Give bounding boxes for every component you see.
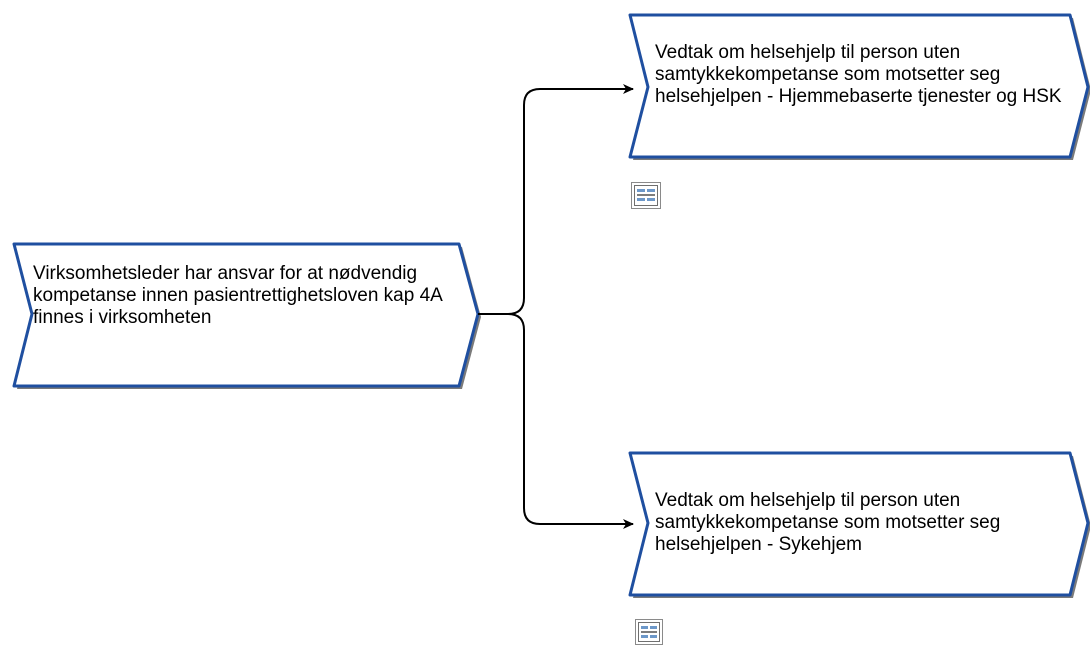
target-node-2-label: Vedtak om helsehjelp til person uten sam…: [655, 490, 1001, 555]
target-node-2[interactable]: [628, 451, 1090, 598]
source-node-shape: [12, 242, 480, 388]
target-node-2-shape: [628, 451, 1090, 597]
target-node-1[interactable]: [628, 13, 1090, 160]
document-link-icon[interactable]: [631, 182, 661, 214]
connector-to-target-2[interactable]: [478, 313, 634, 529]
source-node[interactable]: [12, 242, 481, 389]
document-link-icon[interactable]: [635, 619, 663, 650]
target-node-1-shape: [628, 13, 1090, 159]
target-node-1-label: Vedtak om helsehjelp til person uten sam…: [655, 42, 1062, 107]
connector-to-target-1[interactable]: [478, 84, 634, 315]
source-node-label: Virksomhetsleder har ansvar for at nødve…: [33, 263, 442, 328]
